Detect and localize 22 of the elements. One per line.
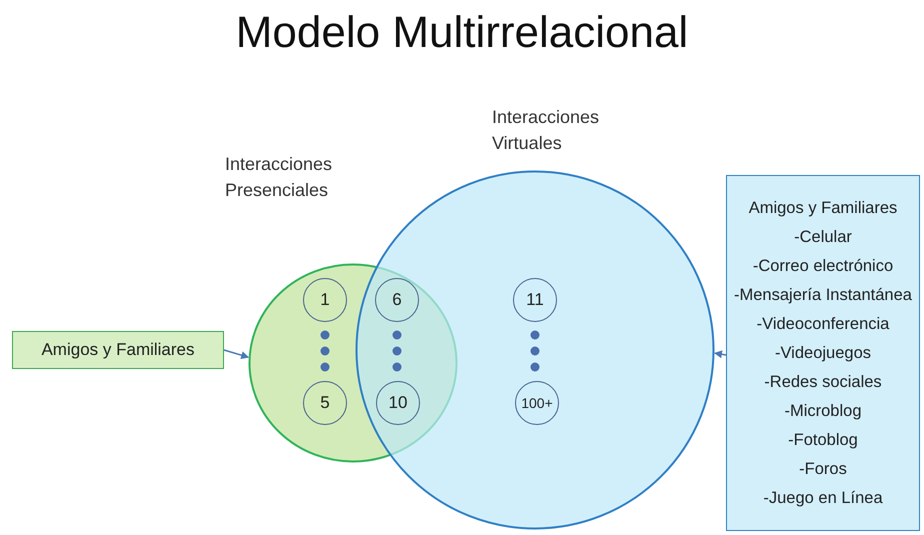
list-item: -Foros: [799, 458, 847, 480]
label-box: Amigos y Familiares: [12, 331, 224, 369]
number-circle: 11: [513, 278, 557, 322]
list-item: -Fotoblog: [788, 430, 858, 450]
number-circle: 100+: [515, 381, 559, 425]
list-item: -Celular: [794, 226, 852, 248]
list-heading: Amigos y Familiares: [748, 198, 898, 218]
title: Modelo Multirrelacional: [234, 8, 690, 58]
circle-heading: Interacciones Virtuales: [492, 106, 600, 155]
arrow: [714, 350, 726, 358]
list-item: -Juego en Línea: [763, 488, 883, 508]
list-item: -Videojuegos: [774, 342, 872, 364]
list-item: -Redes sociales: [764, 372, 882, 392]
arrow: [224, 349, 250, 360]
list-item: -Correo electrónico: [752, 256, 894, 276]
list-panel: [726, 175, 920, 531]
list-item: -Videoconferencia: [756, 314, 890, 334]
circle-heading: Interacciones Presenciales: [225, 153, 334, 202]
number-circle: 1: [303, 278, 347, 322]
number-circle: 5: [303, 381, 347, 425]
list-item: -Mensajería Instantánea: [734, 284, 912, 306]
list-item: -Microblog: [784, 400, 862, 422]
